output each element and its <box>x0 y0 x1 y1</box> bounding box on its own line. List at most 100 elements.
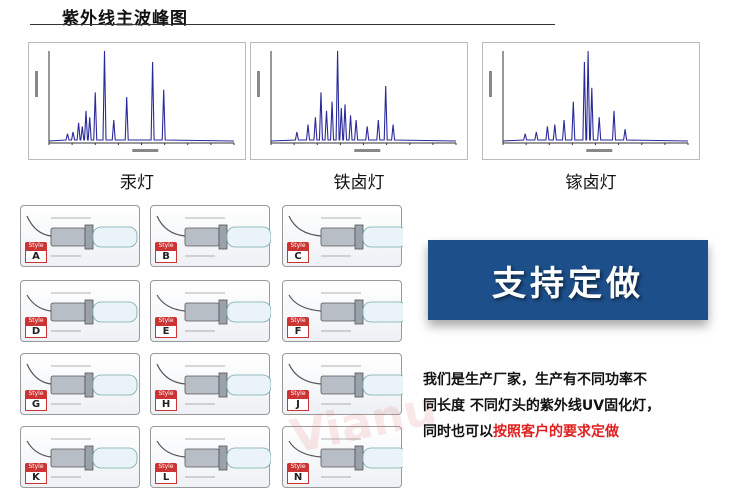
lamp-base <box>184 448 220 468</box>
lamp-tube <box>92 301 138 323</box>
x-axis-label <box>586 149 613 152</box>
lamp-tube <box>92 374 138 396</box>
spectrum-line <box>502 50 689 142</box>
style-letter: N <box>287 471 309 484</box>
lamp-flange <box>84 445 94 471</box>
custom-made-banner: 支持定做 <box>428 240 708 320</box>
y-axis-label <box>35 71 38 97</box>
style-tag: Style <box>155 463 177 471</box>
x-axis-label <box>354 149 381 152</box>
lamp-flange <box>84 224 94 250</box>
spectrum-chart-gallium <box>482 42 700 160</box>
lamp-flange <box>354 224 364 250</box>
lamp-base <box>184 302 220 322</box>
style-letter: F <box>287 325 309 338</box>
spectrum-chart-mercury <box>28 42 246 160</box>
style-letter: L <box>155 471 177 484</box>
style-letter: B <box>155 250 177 263</box>
style-tag: Style <box>155 317 177 325</box>
style-letter: D <box>25 325 47 338</box>
lamp-flange <box>354 372 364 398</box>
lamp-tube <box>226 301 271 323</box>
page-title: 紫外线主波峰图 <box>62 9 188 29</box>
lamp-flange <box>218 299 228 325</box>
style-letter: K <box>25 471 47 484</box>
lamp-flange <box>84 299 94 325</box>
style-tag: Style <box>287 390 309 398</box>
lamp-flange <box>218 372 228 398</box>
iron-halide-lamp-label: 铁卤灯 <box>333 173 385 193</box>
description-line-2: 同长度 不同灯头的紫外线UV固化灯， <box>423 398 661 414</box>
lamp-base <box>50 375 86 395</box>
style-tag: Style <box>25 317 47 325</box>
description-line-3-prefix: 同时也可以 <box>423 424 493 440</box>
lead-wire <box>156 215 186 237</box>
lamp-tube <box>226 374 271 396</box>
style-letter: E <box>155 325 177 338</box>
spectrum-chart-iron <box>250 42 468 160</box>
style-letter: A <box>25 250 47 263</box>
gallium-halide-lamp-label: 镓卤灯 <box>565 173 617 193</box>
lead-wire <box>26 215 52 237</box>
description-line-3: 同时也可以按照客户的要求定做 <box>423 419 733 445</box>
lamp-base <box>184 227 220 247</box>
lamp-tube <box>226 447 271 469</box>
lead-wire <box>288 363 322 385</box>
lamp-tube <box>92 226 138 248</box>
lead-wire <box>26 294 52 312</box>
y-axis-label <box>257 71 260 97</box>
style-letter: H <box>155 398 177 411</box>
style-letter: G <box>25 398 47 411</box>
lead-wire <box>156 440 186 458</box>
lead-wire <box>288 294 322 312</box>
style-tag: Style <box>25 242 47 250</box>
lead-wire <box>288 215 322 237</box>
x-axis-label <box>132 149 159 152</box>
lamp-tube <box>362 301 403 323</box>
lamp-base <box>320 302 356 322</box>
style-letter: C <box>287 250 309 263</box>
description-line-3-highlight: 按照客户的要求定做 <box>493 424 619 440</box>
y-axis-label <box>489 71 492 97</box>
style-tag: Style <box>287 463 309 471</box>
lamp-flange <box>218 224 228 250</box>
lead-wire <box>156 294 186 312</box>
description-line-1: 我们是生产厂家，生产有不同功率不 <box>423 372 647 388</box>
lamp-tube <box>226 226 271 248</box>
lamp-base <box>184 375 220 395</box>
lamp-flange <box>354 299 364 325</box>
lamp-base <box>50 448 86 468</box>
lamp-tube <box>362 447 403 469</box>
lamp-flange <box>218 445 228 471</box>
style-tag: Style <box>287 317 309 325</box>
lead-wire <box>156 363 186 385</box>
lead-wire <box>26 363 52 385</box>
style-tag: Style <box>155 242 177 250</box>
style-tag: Style <box>155 390 177 398</box>
style-tag: Style <box>25 390 47 398</box>
style-tag: Style <box>25 463 47 471</box>
lamp-tube <box>362 374 403 396</box>
lamp-base <box>320 375 356 395</box>
